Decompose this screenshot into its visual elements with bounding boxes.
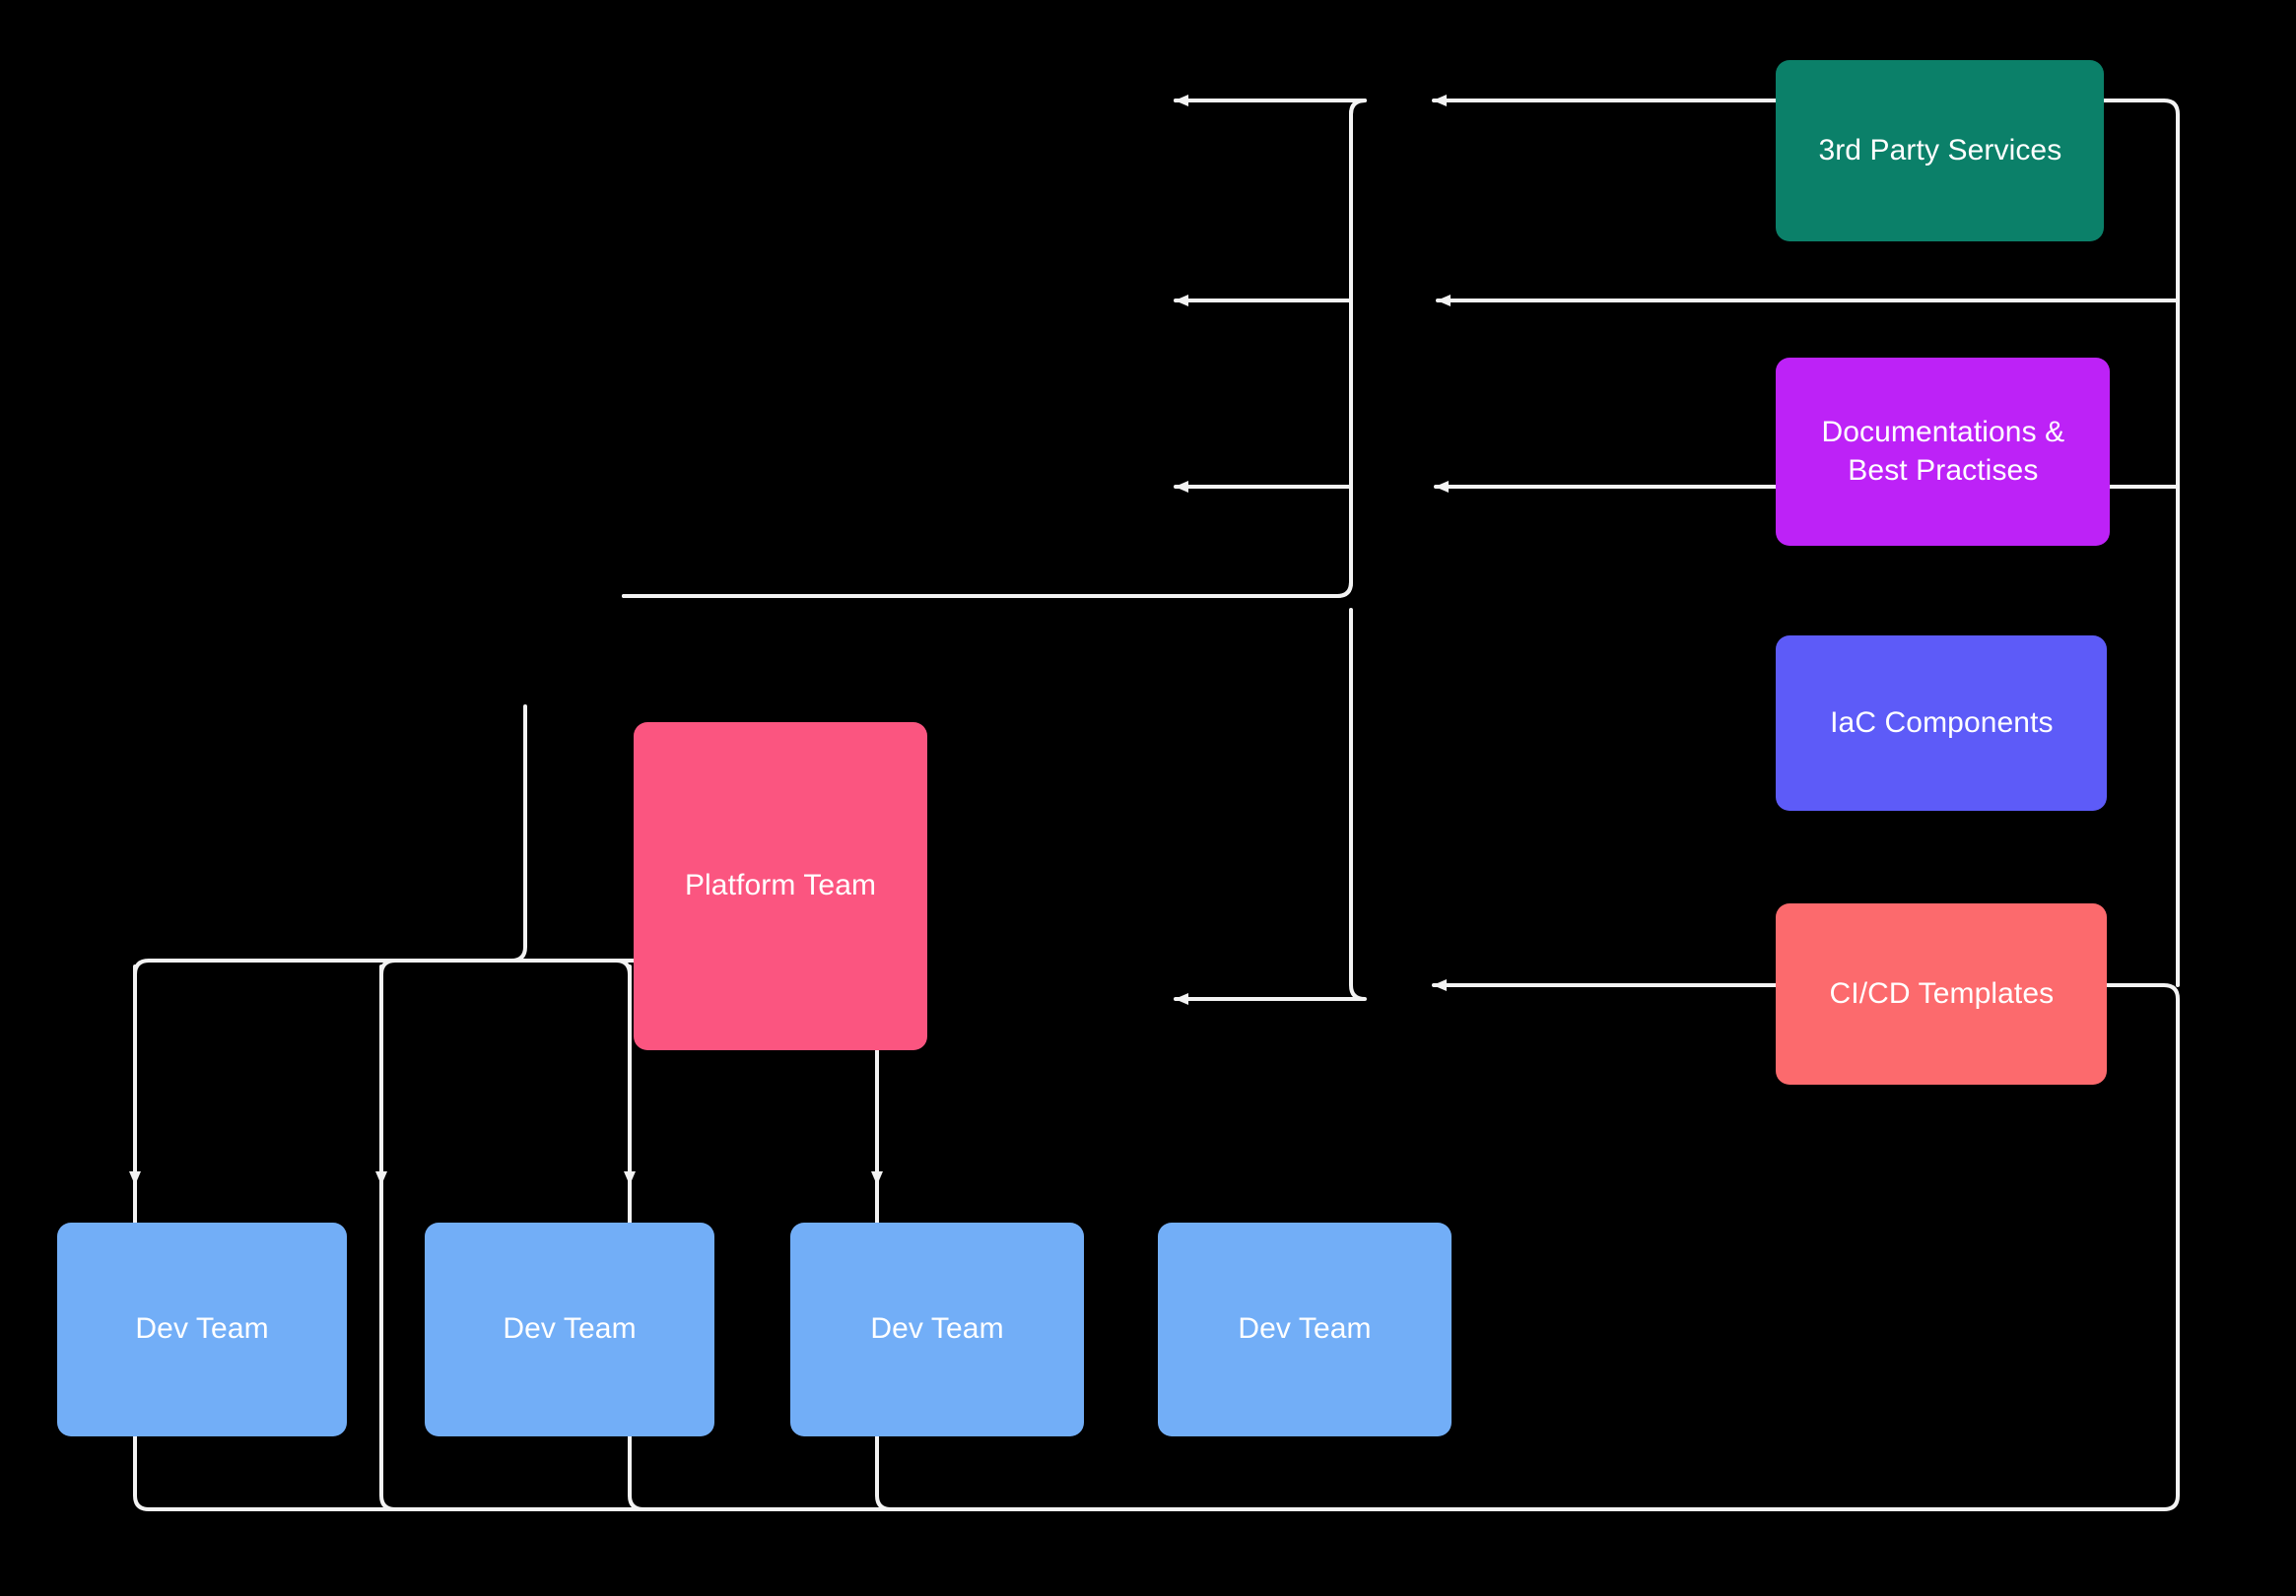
node-label-dev-team-1: Dev Team	[135, 1312, 269, 1346]
node-label-documentations-best-practises: Documentations & Best Practises	[1821, 416, 2065, 487]
node-dev-team-1[interactable]: Dev Team	[56, 1223, 348, 1436]
edge-platform-to-3rd-party-run	[1173, 100, 1365, 582]
node-label-dev-team-3: Dev Team	[870, 1312, 1004, 1346]
edge-platform-to-3rd-party	[1174, 99, 1367, 584]
node-label-platform-team: Platform Team	[684, 868, 877, 901]
node-dev-team-2[interactable]: Dev Team	[424, 1223, 715, 1436]
edge-platform-3rd-party-path	[1179, 100, 1365, 582]
edge-platformteam-3rdparty	[1176, 100, 1365, 593]
node-label-cicd-templates: CI/CD Templates	[1829, 976, 2055, 1010]
edge-platform-trunk	[622, 580, 1353, 598]
edge-platform-3rd-party	[1351, 100, 1365, 596]
edge-platform-up-3rd	[1176, 100, 1365, 582]
node-documentations-best-practises[interactable]: Documentations & Best Practises	[1776, 357, 2111, 547]
edge-pt-to-3rd-party	[1179, 100, 1365, 591]
node-platform-team[interactable]: Platform Team	[634, 721, 927, 1050]
node-iac-components[interactable]: IaC Components	[1776, 635, 2108, 812]
node-dev-team-3[interactable]: Dev Team	[790, 1223, 1084, 1436]
node-cicd-templates[interactable]: CI/CD Templates	[1776, 903, 2108, 1086]
node-label-dev-team-4: Dev Team	[1238, 1312, 1372, 1346]
node-label-3rd-party-services: 3rd Party Services	[1818, 133, 2062, 166]
edge-trunk-up	[1176, 100, 1365, 596]
node-label-iac-components: IaC Components	[1830, 705, 2054, 739]
node-dev-team-4[interactable]: Dev Team	[1158, 1223, 1452, 1436]
node-3rd-party-services[interactable]: 3rd Party Services	[1776, 59, 2105, 242]
node-label-dev-team-2: Dev Team	[503, 1312, 637, 1346]
